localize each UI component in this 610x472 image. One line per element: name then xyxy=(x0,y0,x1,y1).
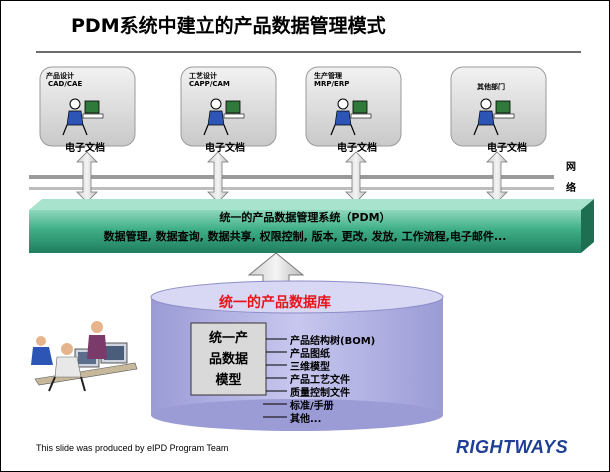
data-model-box xyxy=(190,322,267,396)
db-item: 质量控制文件 xyxy=(290,388,350,399)
dept-process-system: CAPP/CAM xyxy=(189,80,230,88)
db-item: 标准/手册 xyxy=(290,401,334,412)
db-item: 其他... xyxy=(290,414,322,425)
db-item: 产品图纸 xyxy=(290,349,330,360)
network-bus xyxy=(29,175,554,190)
brand-logo: RIGHTWAYS xyxy=(456,437,569,457)
dept-design-name: 产品设计 xyxy=(46,72,74,80)
office-team-icon xyxy=(31,321,138,392)
db-item: 产品结构树(BOM) xyxy=(290,336,376,347)
data-model-label: 统一产 品数据 模型 xyxy=(196,328,261,391)
network-label-2: 络 xyxy=(566,183,576,194)
dept-production-name: 生产管理 xyxy=(314,72,342,80)
dept-production-system: MRP/ERP xyxy=(314,80,350,88)
worker-at-computer-icon xyxy=(203,98,245,136)
dept-process-doc: 电子文档 xyxy=(205,143,245,154)
data-model-line-1: 统一产 xyxy=(208,331,248,346)
pdm-system-functions: 数据管理, 数据查询, 数据共享, 权限控制, 版本, 更改, 发放, 工作流程… xyxy=(103,230,507,243)
dept-process-name: 工艺设计 xyxy=(189,72,217,80)
title-rule xyxy=(36,51,581,53)
worker-at-computer-icon xyxy=(330,98,372,136)
data-model-line-3: 模型 xyxy=(215,373,242,388)
data-model-line-2: 品数据 xyxy=(208,352,248,367)
pdm-system-title: 统一的产品数据管理系统（PDM） xyxy=(219,211,391,224)
pdm-system-band xyxy=(29,199,594,253)
dept-design-system: CAD/CAE xyxy=(48,80,83,88)
worker-at-computer-icon xyxy=(62,98,104,136)
database-title: 统一的产品数据库 xyxy=(219,295,331,311)
worker-at-computer-icon xyxy=(473,98,515,136)
dept-production-doc: 电子文档 xyxy=(337,143,377,154)
network-label-1: 网 xyxy=(566,162,576,173)
db-item: 三维模型 xyxy=(290,362,330,373)
model-item-connectors xyxy=(263,338,287,418)
db-item: 产品工艺文件 xyxy=(290,375,350,386)
dept-others-doc: 电子文档 xyxy=(487,143,527,154)
footer-credit: This slide was produced by eIPD Program … xyxy=(36,443,229,453)
dept-others-name: 其他部门 xyxy=(477,83,505,91)
slide-title: PDM系统中建立的产品数据管理模式 xyxy=(71,15,386,37)
dept-design-doc: 电子文档 xyxy=(65,143,105,154)
